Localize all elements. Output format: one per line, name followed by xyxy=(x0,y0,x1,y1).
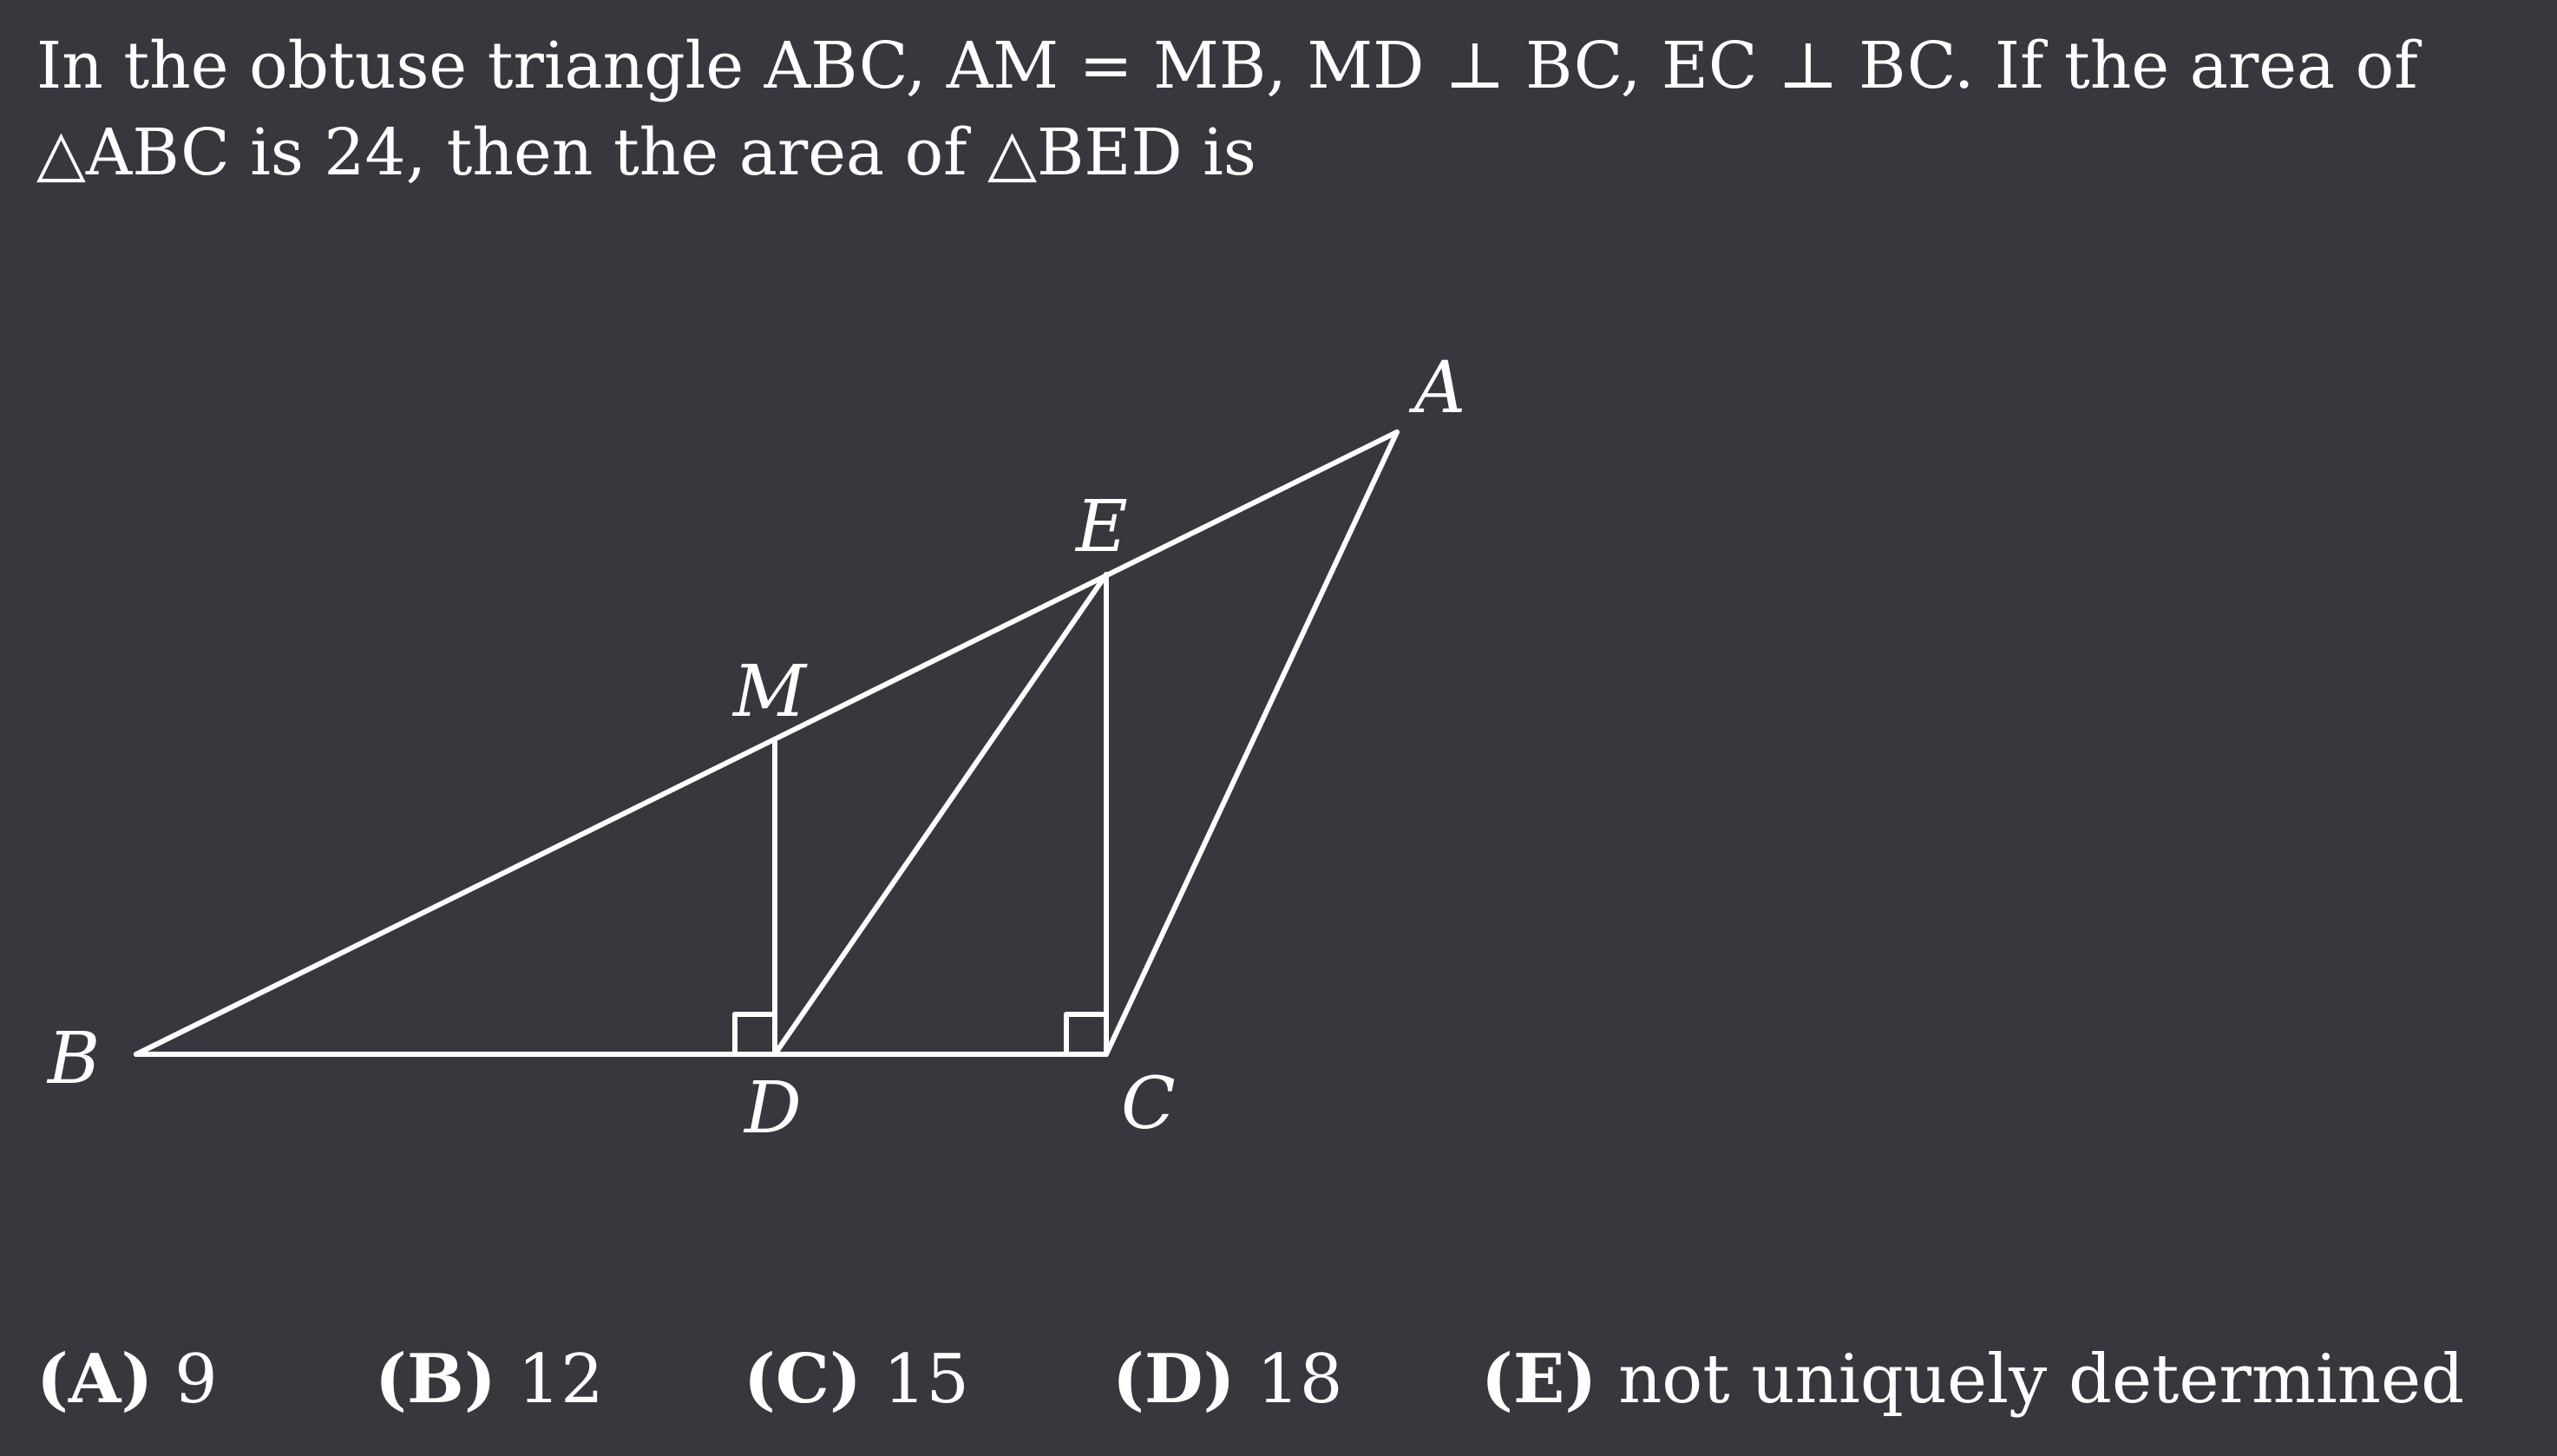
label-E: E xyxy=(1074,486,1128,568)
label-D: D xyxy=(743,1067,802,1150)
segment-BA xyxy=(134,430,1400,1057)
choice-d-letter: (D) xyxy=(1112,1340,1236,1419)
choice-b-text: 12 xyxy=(517,1341,604,1419)
label-B: B xyxy=(46,1018,100,1100)
choice-b[interactable]: (B) 12 xyxy=(375,1332,604,1427)
choice-c-letter: (C) xyxy=(744,1340,862,1419)
choice-d[interactable]: (D) 18 xyxy=(1112,1332,1343,1427)
choice-b-letter: (B) xyxy=(375,1340,496,1419)
choice-c-text: 15 xyxy=(882,1341,969,1419)
right-angle-mark-C xyxy=(1064,1012,1109,1057)
choice-c[interactable]: (C) 15 xyxy=(744,1332,969,1427)
choice-e[interactable]: (E) not uniquely determined xyxy=(1481,1332,2464,1427)
choice-a-text: 9 xyxy=(174,1341,218,1419)
question-line-2: △ABC is 24, then the area of △BED is xyxy=(36,115,1256,190)
right-angle-mark-D xyxy=(732,1012,777,1057)
segment-DE xyxy=(772,572,1109,1057)
choice-a-letter: (A) xyxy=(36,1340,154,1419)
segment-CA xyxy=(1104,430,1400,1057)
choice-e-letter: (E) xyxy=(1481,1340,1597,1419)
choice-a[interactable]: (A) 9 xyxy=(36,1332,218,1427)
question-line-1: In the obtuse triangle ABC, AM = MB, MD … xyxy=(36,29,2418,103)
choice-e-text: not uniquely determined xyxy=(1618,1341,2465,1419)
question-text: In the obtuse triangle ABC, AM = MB, MD … xyxy=(36,23,2535,196)
choice-d-text: 18 xyxy=(1256,1341,1343,1419)
label-A: A xyxy=(1408,347,1465,430)
label-C: C xyxy=(1121,1063,1176,1145)
label-M: M xyxy=(731,651,808,733)
